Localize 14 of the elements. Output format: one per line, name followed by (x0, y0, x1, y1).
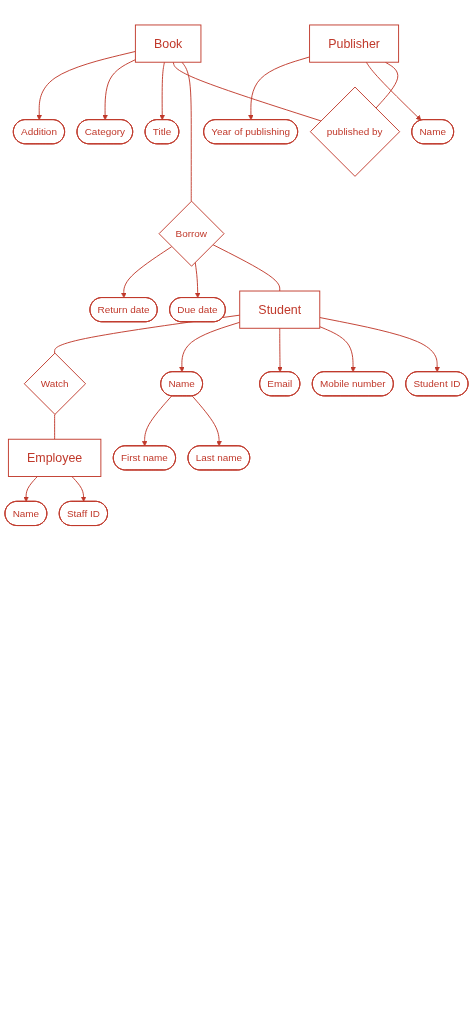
node-box (134, 24, 202, 63)
node-diamond (23, 352, 87, 415)
connector (375, 61, 399, 109)
connector (172, 61, 322, 122)
node-diamond (158, 200, 225, 267)
node-box (309, 24, 400, 63)
node-box (239, 290, 321, 329)
er-diagram: Addition Category Title Year of publishing Name Book Publisher published by Borrow Return date Due date Student Watch Employee Email Mobile number Name Staff ID Name Student ID First name Last name (0, 0, 473, 531)
node-diamond (309, 86, 401, 177)
connector (54, 314, 241, 354)
node-box (7, 438, 102, 477)
connector (54, 413, 56, 440)
connector (181, 61, 192, 202)
connector (212, 244, 281, 292)
